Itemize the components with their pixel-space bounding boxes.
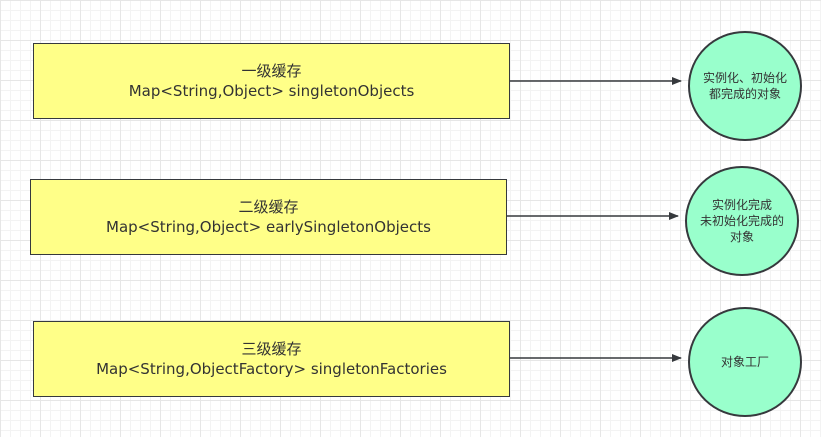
level3-target-line: 对象工厂 (720, 355, 769, 369)
level1-target-node: 实例化、初始化 都完成的对象 (688, 31, 802, 141)
level2-cache-box: 二级缓存 Map<String,Object> earlySingletonOb… (30, 179, 507, 255)
level1-target-line: 实例化、初始化 (702, 71, 787, 85)
level1-target-line: 都完成的对象 (708, 87, 781, 101)
level3-cache-declaration: Map<String,ObjectFactory> singletonFacto… (96, 360, 447, 378)
level2-cache-title: 二级缓存 (238, 198, 299, 216)
level3-cache-title: 三级缓存 (241, 340, 302, 358)
level2-target-line: 对象 (729, 230, 754, 244)
level1-cache-declaration: Map<String,Object> singletonObjects (128, 82, 415, 100)
level2-cache-declaration: Map<String,Object> earlySingletonObjects (106, 218, 431, 236)
level3-cache-box: 三级缓存 Map<String,ObjectFactory> singleton… (33, 321, 510, 397)
level2-target-line: 实例化完成 (711, 198, 772, 212)
level1-cache-box: 一级缓存 Map<String,Object> singletonObjects (33, 43, 510, 119)
level2-target-node: 实例化完成 未初始化完成的 对象 (685, 166, 799, 276)
level3-target-node: 对象工厂 (688, 307, 802, 417)
level1-cache-title: 一级缓存 (241, 62, 302, 80)
level2-target-line: 未初始化完成的 (699, 214, 784, 228)
